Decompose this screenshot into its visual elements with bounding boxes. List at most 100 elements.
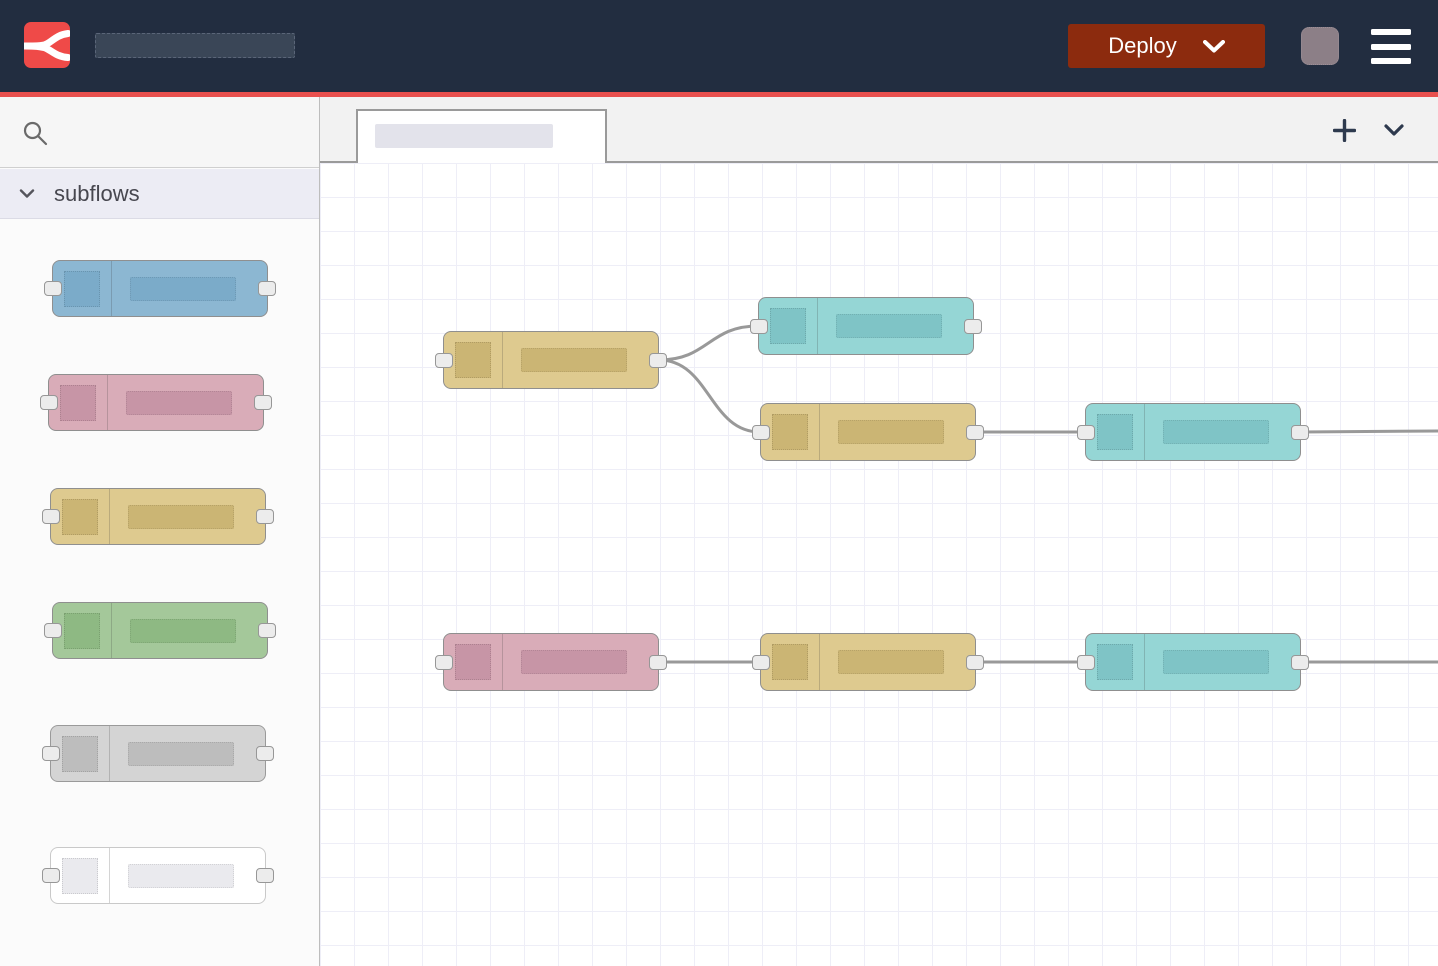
node-label-placeholder xyxy=(128,863,234,888)
header-title-placeholder xyxy=(95,33,295,58)
node-output-port[interactable] xyxy=(256,509,274,524)
node-input-port[interactable] xyxy=(42,868,60,883)
node-output-port[interactable] xyxy=(649,352,667,368)
node-divider xyxy=(819,404,820,460)
node-divider xyxy=(502,634,503,690)
node-input-port[interactable] xyxy=(752,424,770,440)
node-divider xyxy=(1144,404,1145,460)
palette-node-white[interactable] xyxy=(42,847,274,904)
node-input-port[interactable] xyxy=(752,654,770,670)
node-red-logo-icon xyxy=(24,30,70,61)
search-icon xyxy=(23,121,48,146)
flow-wire[interactable] xyxy=(1299,429,1438,434)
header-accent-line xyxy=(0,92,1438,97)
palette-node-pink[interactable] xyxy=(40,374,272,431)
node-icon-placeholder xyxy=(62,857,98,894)
node-label-placeholder xyxy=(128,504,234,529)
header-bar: Deploy xyxy=(0,0,1438,92)
node-icon-placeholder xyxy=(455,342,491,378)
node-icon-placeholder xyxy=(62,498,98,535)
node-output-port[interactable] xyxy=(966,424,984,440)
flow-list-button[interactable] xyxy=(1382,122,1406,138)
node-output-port[interactable] xyxy=(1291,654,1309,670)
node-label-placeholder xyxy=(126,390,232,415)
node-label-placeholder xyxy=(838,420,944,444)
node-icon-placeholder xyxy=(455,644,491,680)
node-input-port[interactable] xyxy=(1077,424,1095,440)
node-input-port[interactable] xyxy=(435,654,453,670)
node-icon-placeholder xyxy=(772,414,808,450)
node-input-port[interactable] xyxy=(42,509,60,524)
node-output-port[interactable] xyxy=(1291,424,1309,440)
node-label-placeholder xyxy=(838,650,944,674)
node-label-placeholder xyxy=(1163,420,1269,444)
user-avatar[interactable] xyxy=(1301,27,1339,65)
node-input-port[interactable] xyxy=(42,746,60,761)
node-output-port[interactable] xyxy=(258,281,276,296)
node-input-port[interactable] xyxy=(40,395,58,410)
deploy-button-label: Deploy xyxy=(1108,33,1177,58)
canvas-node-yellow-2[interactable] xyxy=(752,403,984,461)
sidebar-section-subflows[interactable]: subflows xyxy=(0,169,319,219)
node-output-port[interactable] xyxy=(964,318,982,334)
flow-wire[interactable] xyxy=(657,358,762,434)
app-logo xyxy=(24,22,70,68)
node-label-placeholder xyxy=(130,276,236,301)
canvas-node-teal-1[interactable] xyxy=(750,297,982,355)
chevron-down-icon xyxy=(1384,124,1404,136)
node-icon-placeholder xyxy=(64,270,100,307)
flow-canvas[interactable] xyxy=(320,163,1438,966)
node-output-port[interactable] xyxy=(966,654,984,670)
node-output-port[interactable] xyxy=(256,746,274,761)
node-divider xyxy=(502,332,503,388)
node-divider xyxy=(107,375,108,430)
node-output-port[interactable] xyxy=(258,623,276,638)
node-divider xyxy=(111,261,112,316)
deploy-button[interactable]: Deploy xyxy=(1068,24,1265,68)
workspace: subflows xyxy=(0,97,1438,966)
node-input-port[interactable] xyxy=(750,318,768,334)
node-input-port[interactable] xyxy=(44,281,62,296)
flow-tab-active[interactable] xyxy=(356,109,607,163)
node-icon-placeholder xyxy=(64,612,100,649)
palette-node-yellow[interactable] xyxy=(42,488,274,545)
plus-icon xyxy=(1333,118,1356,142)
node-input-port[interactable] xyxy=(44,623,62,638)
node-input-port[interactable] xyxy=(1077,654,1095,670)
node-divider xyxy=(817,298,818,354)
palette-node-list xyxy=(0,220,319,966)
node-icon-placeholder xyxy=(1097,644,1133,680)
flow-wire[interactable] xyxy=(657,324,760,362)
node-icon-placeholder xyxy=(62,735,98,772)
node-output-port[interactable] xyxy=(649,654,667,670)
section-label: subflows xyxy=(54,180,140,206)
node-output-port[interactable] xyxy=(254,395,272,410)
add-flow-button[interactable] xyxy=(1331,117,1358,144)
flow-tab-bar xyxy=(320,97,1438,163)
wire-layer xyxy=(657,324,1438,664)
canvas-node-teal-3[interactable] xyxy=(1077,633,1309,691)
node-label-placeholder xyxy=(521,650,627,674)
node-icon-placeholder xyxy=(770,308,806,344)
palette-search-box[interactable] xyxy=(0,97,319,168)
flow-tab-label-placeholder xyxy=(375,124,553,148)
canvas-node-yellow-1[interactable] xyxy=(435,331,667,389)
node-input-port[interactable] xyxy=(435,352,453,368)
editor-main xyxy=(320,97,1438,966)
node-divider xyxy=(819,634,820,690)
node-output-port[interactable] xyxy=(256,868,274,883)
palette-node-green[interactable] xyxy=(44,602,276,659)
canvas-node-pink-1[interactable] xyxy=(435,633,667,691)
node-label-placeholder xyxy=(836,314,942,338)
node-divider xyxy=(1144,634,1145,690)
palette-node-blue[interactable] xyxy=(44,260,276,317)
node-divider xyxy=(109,848,110,903)
canvas-node-teal-2[interactable] xyxy=(1077,403,1309,461)
node-label-placeholder xyxy=(521,348,627,372)
main-menu-button[interactable] xyxy=(1371,29,1411,64)
canvas-node-yellow-3[interactable] xyxy=(752,633,984,691)
node-divider xyxy=(109,726,110,781)
chevron-down-icon xyxy=(19,189,35,198)
palette-node-gray[interactable] xyxy=(42,725,274,782)
